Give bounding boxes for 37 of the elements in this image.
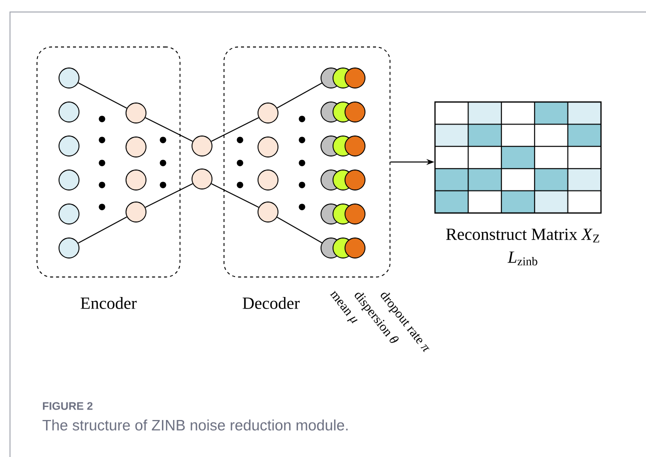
matrix-grid: [434, 101, 602, 214]
input-neuron: [58, 170, 80, 190]
stacked-neurons-drawing: [320, 68, 366, 88]
hidden-neuron: [258, 102, 278, 124]
connection-line: [144, 117, 194, 142]
stacked-neurons-drawing: [320, 170, 366, 190]
hidden-neuron: [126, 202, 146, 222]
input-neuron: [58, 136, 80, 156]
input-neuron: [58, 102, 80, 122]
figure-caption: The structure of ZINB noise reduction module.: [42, 419, 348, 430]
stacked-neurons-drawing: [320, 204, 366, 224]
hidden-neuron: [192, 136, 212, 156]
connection-line: [210, 183, 260, 208]
hidden-neuron: [258, 170, 278, 190]
hidden-neuron: [126, 102, 146, 124]
input-neuron: [58, 204, 80, 224]
group-label: Decoder: [242, 297, 300, 309]
connection-line: [144, 183, 194, 208]
connection-line: [78, 82, 128, 109]
stacked-neurons-drawing: [320, 238, 366, 258]
stacked-neurons-drawing: [320, 136, 366, 156]
matrix-caption: L$_{zinb}$: [508, 252, 538, 266]
connection-line: [210, 117, 260, 142]
hidden-neuron: [126, 136, 146, 158]
stacked-neurons-drawing: [320, 102, 366, 122]
figure-number: FIGURE 2: [42, 402, 92, 410]
connection-line: [276, 82, 323, 108]
hidden-neuron: [258, 202, 278, 222]
connection-line: [276, 216, 323, 244]
connection-line: [78, 216, 128, 244]
hidden-neuron: [258, 136, 278, 158]
group-label: Encoder: [80, 297, 137, 309]
hidden-neuron: [126, 170, 146, 190]
input-neuron: [58, 68, 80, 88]
hidden-neuron: [192, 168, 212, 190]
matrix-caption: Reconstruct Matrix X$_{Z}$: [446, 228, 600, 242]
input-neuron: [58, 238, 80, 258]
